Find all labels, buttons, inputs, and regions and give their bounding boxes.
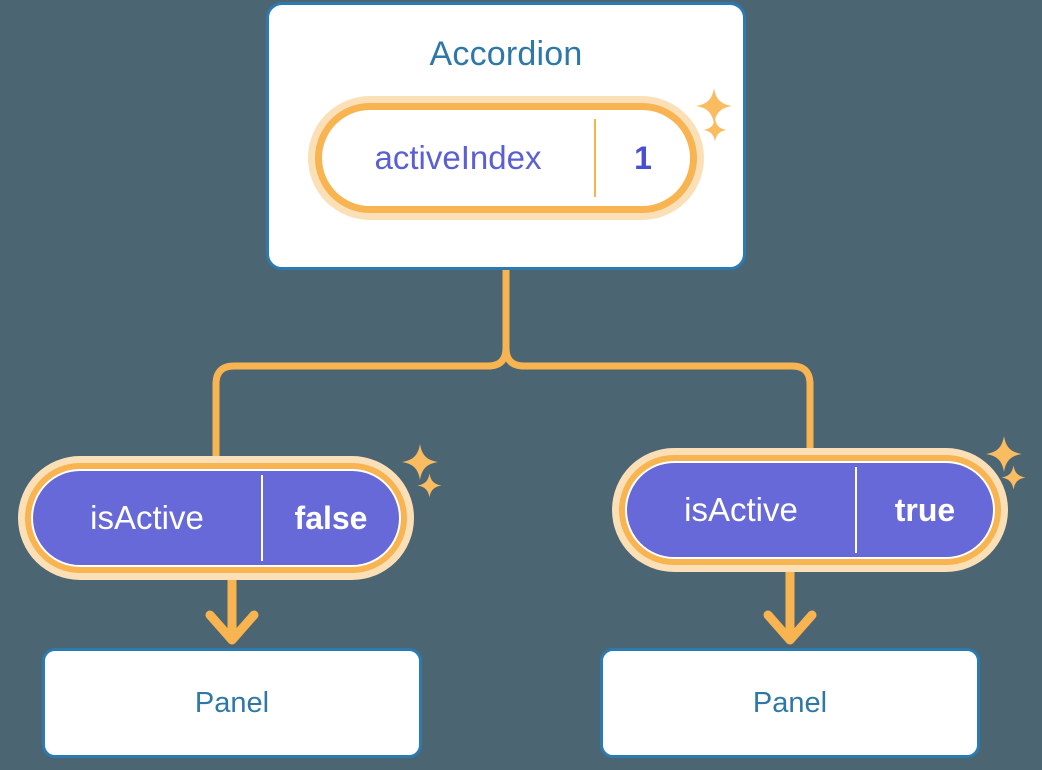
- sparkle-icon-small: [703, 118, 727, 142]
- pill-divider: [261, 475, 263, 561]
- arrow-head-right: [763, 610, 817, 645]
- pill-divider: [594, 119, 596, 197]
- pill-body: isActive true: [625, 461, 995, 559]
- pill-body: activeIndex 1: [322, 110, 690, 206]
- prop-pill-active-index[interactable]: activeIndex 1: [308, 96, 704, 220]
- panel-card-left[interactable]: Panel: [42, 648, 422, 758]
- sparkle-icon: [402, 444, 438, 480]
- state-key-label: isActive: [684, 491, 798, 528]
- arrow-head-left: [205, 610, 259, 645]
- panel-label: Panel: [194, 686, 270, 719]
- connector-left-branch: [212, 266, 510, 466]
- state-value-label: false: [294, 499, 368, 536]
- sparkle-icon-small: [1001, 465, 1026, 490]
- state-pill-right[interactable]: isActive true: [612, 448, 1008, 572]
- sparkle-icon: [986, 436, 1022, 472]
- panel-label: Panel: [752, 686, 828, 719]
- connector-right-branch: [502, 266, 814, 460]
- prop-key-label: activeIndex: [374, 139, 542, 176]
- panel-card-right[interactable]: Panel: [600, 648, 980, 758]
- pill-body: isActive false: [31, 469, 401, 567]
- state-key-label: isActive: [90, 499, 204, 536]
- state-value-label: true: [894, 491, 956, 528]
- prop-value-label: 1: [634, 139, 652, 176]
- state-pill-left[interactable]: isActive false: [18, 456, 414, 580]
- sparkle-icon-small: [417, 473, 442, 498]
- pill-divider: [855, 467, 857, 553]
- page-title: Accordion: [429, 35, 583, 73]
- sparkle-icon: [696, 88, 732, 124]
